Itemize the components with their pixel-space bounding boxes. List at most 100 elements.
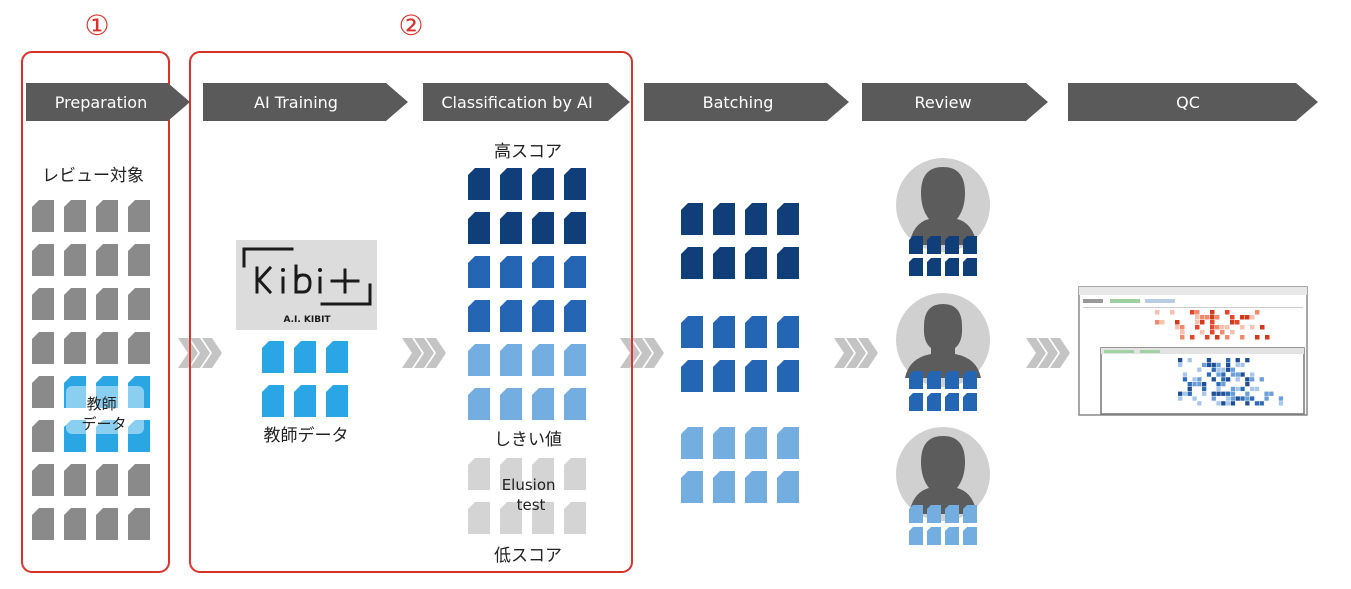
reviewer-avatar: [896, 158, 990, 252]
qc-heat-cell: [1255, 310, 1260, 315]
flow-chevron: [632, 338, 652, 368]
qc-heat-cell: [1259, 401, 1264, 406]
step-batching: Batching: [644, 83, 849, 121]
classified-document: [500, 168, 522, 200]
flow-chevron: [190, 338, 210, 368]
qc-heat-cell: [1211, 377, 1216, 382]
qc-heat-cell: [1210, 315, 1215, 320]
review-target-document: [32, 288, 54, 320]
flow-chevron: [846, 338, 866, 368]
reviewer-avatars: [896, 158, 990, 545]
batch-high-document: [777, 203, 799, 235]
qc-heat-cell: [1250, 386, 1255, 392]
qc-heat-cell: [1240, 335, 1245, 340]
batch-mid-document: [681, 316, 703, 348]
reviewer-batch-document: [909, 258, 923, 276]
review-target-document: [64, 376, 86, 408]
batch-mid-document: [713, 316, 735, 348]
qc-heat-cell: [1216, 391, 1221, 396]
step-qc-label: QC: [1176, 93, 1200, 112]
low-score-label: 低スコア: [494, 546, 562, 566]
qc-heat-cell: [1206, 362, 1212, 368]
batch-high-document: [713, 203, 735, 235]
batch-low-document: [713, 427, 735, 459]
qc-heat-cell: [1195, 325, 1200, 330]
qc-heat-cell: [1221, 372, 1226, 377]
reviewer-batch-document: [945, 371, 959, 389]
classified-document: [468, 300, 490, 332]
qc-heat-cell: [1178, 391, 1183, 396]
qc-heat-cell: [1230, 320, 1235, 325]
flow-chevron: [1050, 338, 1070, 368]
qc-heat-cell: [1235, 362, 1240, 368]
qc-heat-cell: [1278, 401, 1284, 406]
qc-heat-cell: [1192, 396, 1197, 401]
reviewer-batch-document: [945, 527, 959, 545]
review-target-document: [128, 464, 150, 496]
review-target-document: [96, 508, 118, 540]
qc-heat-cell: [1264, 391, 1269, 396]
qc-heat-cell: [1210, 310, 1215, 315]
step-ai-training: AI Training: [203, 83, 408, 121]
batch-mid-document: [745, 360, 767, 392]
qc-heat-cell: [1230, 367, 1236, 372]
qc-heatmap-blue: [1178, 358, 1284, 406]
review-target-document: [128, 200, 150, 232]
qc-heat-cell: [1225, 325, 1230, 330]
qc-heat-cell: [1240, 372, 1245, 377]
qc-heat-cell: [1240, 396, 1245, 401]
classified-document: [564, 388, 586, 420]
group-box-2: [189, 51, 633, 573]
qc-heat-cell: [1202, 362, 1207, 368]
review-target-document: [96, 288, 118, 320]
reviewer-avatar: [896, 293, 990, 387]
qc-heat-cell: [1180, 335, 1185, 340]
qc-heat-cell: [1226, 358, 1231, 363]
teacher-data-document: [294, 341, 316, 373]
qc-heat-cell: [1255, 335, 1260, 340]
qc-heat-cell: [1178, 358, 1183, 363]
elusion-test-document: [468, 502, 490, 534]
batch-low-document: [681, 427, 703, 459]
classified-document: [468, 388, 490, 420]
qc-heat-cell: [1202, 391, 1207, 396]
qc-heat-cell: [1245, 391, 1250, 396]
reviewer-batch-document: [963, 393, 977, 411]
flow-chevron: [414, 338, 434, 368]
marker-two: ②: [398, 9, 423, 42]
qc-heat-cell: [1226, 362, 1231, 368]
qc-heat-cell: [1187, 358, 1192, 363]
qc-heat-cell: [1269, 391, 1274, 396]
qc-heat-cell: [1226, 396, 1231, 401]
qc-heat-cell: [1202, 386, 1207, 392]
batch-low-document: [777, 427, 799, 459]
reviewer-batch-document: [909, 527, 923, 545]
flow-chevrons: [178, 338, 1070, 368]
review-target-document: [32, 332, 54, 364]
batch-low-document: [681, 471, 703, 503]
reviewer-batch-document: [927, 527, 941, 545]
classified-document: [500, 344, 522, 376]
qc-heat-cell: [1197, 382, 1202, 387]
qc-heat-cell: [1220, 330, 1225, 335]
reviewer-batch-document: [909, 236, 923, 254]
review-target-document: [32, 464, 54, 496]
reviewer-batch-document: [963, 258, 977, 276]
qc-heat-cell: [1210, 320, 1215, 325]
qc-heat-cell: [1175, 325, 1180, 330]
qc-heat-cell: [1215, 325, 1220, 330]
teacher-data-overlay-label: 教師 データ: [81, 395, 126, 433]
qc-heat-cell: [1192, 382, 1197, 387]
batch-high-document: [745, 247, 767, 279]
qc-heat-cell: [1265, 335, 1270, 340]
step-review: Review: [862, 83, 1048, 121]
qc-heat-cell: [1195, 320, 1200, 325]
reviewer-batch-document: [945, 236, 959, 254]
review-target-document: [96, 420, 118, 452]
qc-heat-cell: [1155, 310, 1160, 315]
review-target-document: [32, 200, 54, 232]
flow-chevron: [1038, 338, 1058, 368]
flow-chevron: [202, 338, 222, 368]
qc-heat-cell: [1202, 382, 1207, 387]
review-target-document: [128, 376, 150, 408]
